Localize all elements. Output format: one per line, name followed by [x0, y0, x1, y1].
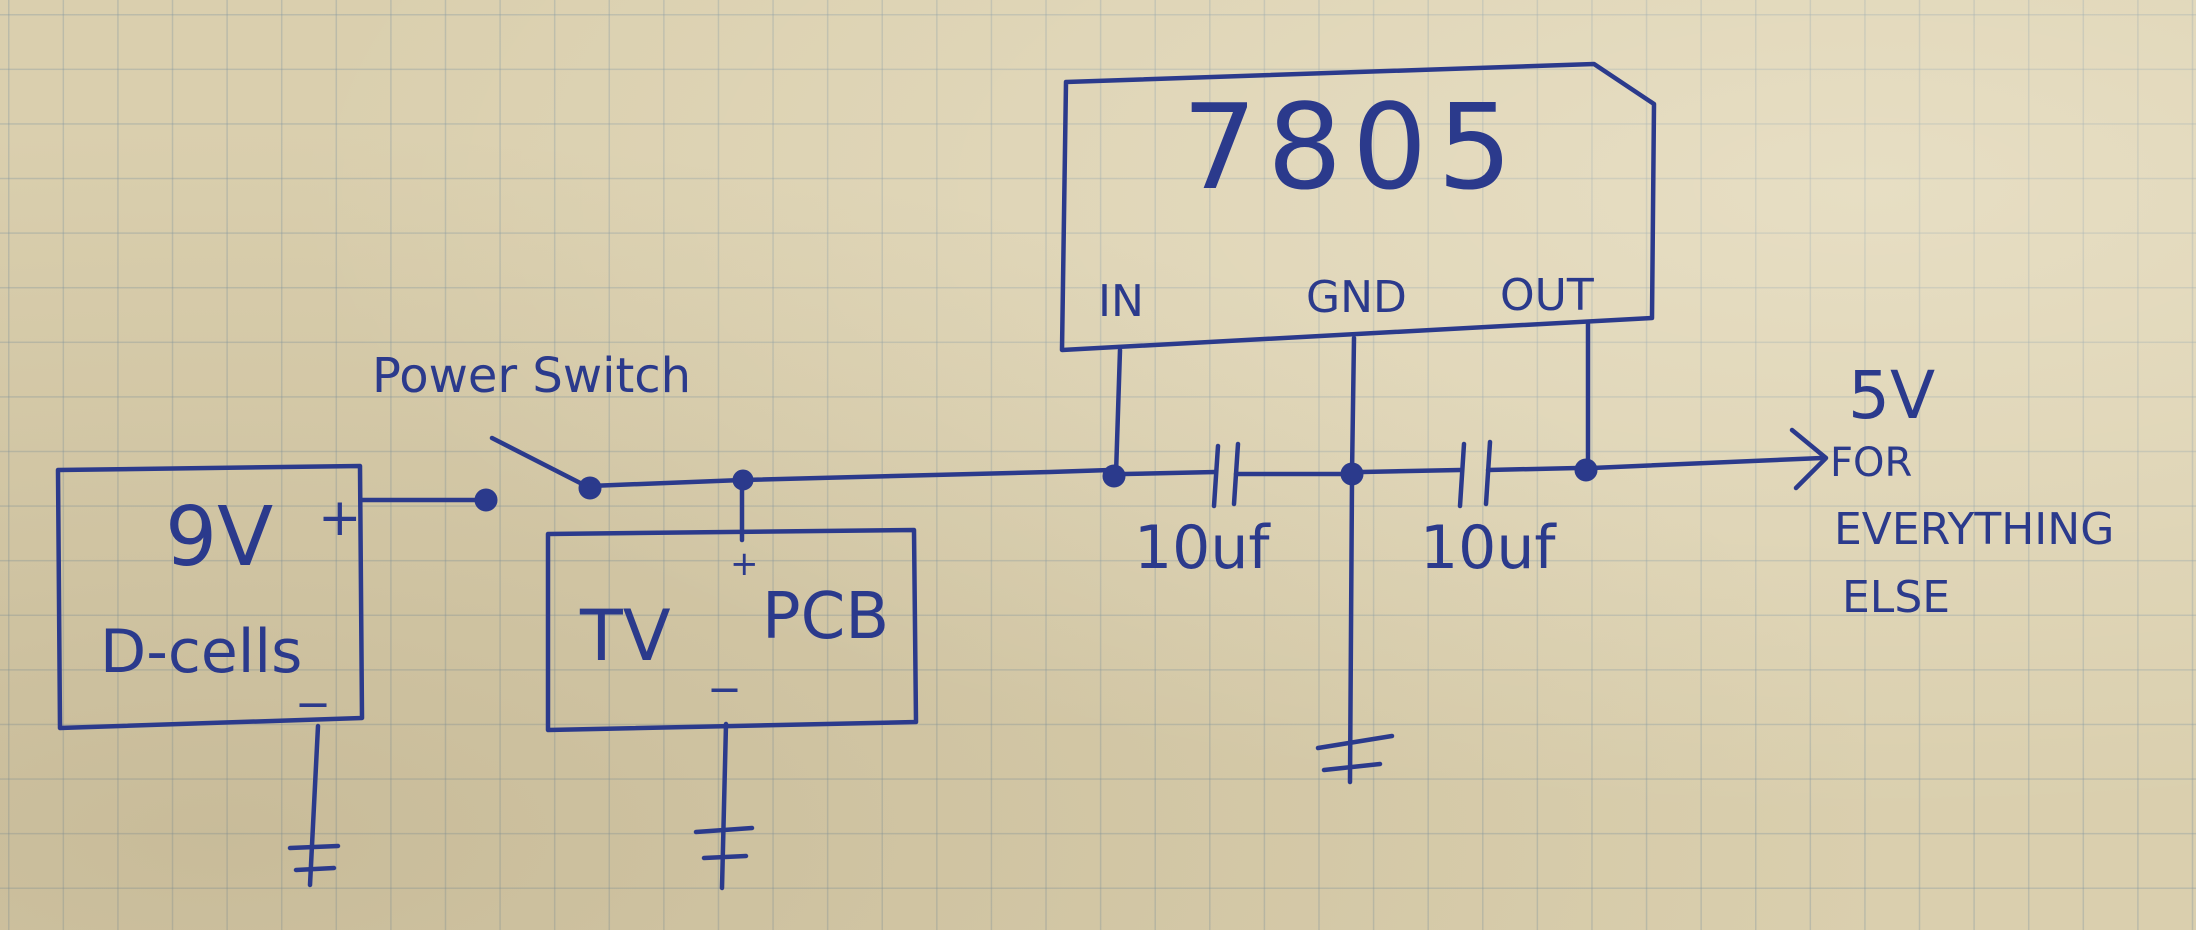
output-label-line-2: EVERYTHING	[1834, 504, 2114, 555]
battery-outline	[55, 463, 365, 731]
wire-switch-to-regulator-in	[587, 467, 1113, 489]
switch-lever	[489, 435, 593, 491]
output-voltage-label: 5V	[1848, 357, 1935, 434]
capacitor-2-value: 10uf	[1420, 513, 1557, 583]
pin-gnd-leg	[1349, 335, 1357, 477]
battery-type-label: D-cells	[100, 617, 302, 687]
pin-in-leg	[1113, 347, 1123, 477]
power-switch-label: Power Switch	[372, 348, 691, 404]
regulator-part-number: 7805	[1182, 78, 1522, 216]
output-label-line-3: ELSE	[1842, 572, 1950, 623]
regulator-block: 7805 IN GND OUT	[1059, 61, 1657, 353]
battery-ground-symbol	[287, 723, 341, 888]
battery-block: 9V + D-cells _	[55, 463, 365, 731]
regulator-ground-symbol	[1315, 477, 1395, 785]
tv-pcb-ground-symbol	[693, 721, 755, 891]
pin-out-label: OUT	[1500, 270, 1594, 321]
junction-in	[1102, 464, 1126, 488]
capacitor-2	[1359, 439, 1581, 509]
tv-pcb-outline	[545, 527, 919, 733]
pin-gnd-label: GND	[1306, 272, 1407, 323]
battery-plus-sign: +	[318, 488, 362, 548]
battery-minus-sign: _	[299, 648, 327, 708]
capacitor-1	[1121, 441, 1347, 509]
tv-label: TV	[579, 595, 671, 677]
battery-voltage-label: 9V	[165, 490, 273, 585]
output-label-line-1: FOR	[1830, 440, 1912, 486]
tv-pcb-plus-sign: +	[730, 544, 759, 584]
switch-contact-left	[474, 488, 498, 512]
capacitor-1-value: 10uf	[1134, 513, 1271, 583]
tv-pcb-minus-sign: _	[711, 634, 738, 692]
tv-pcb-block: TV + PCB _	[545, 477, 919, 733]
pin-in-label: IN	[1098, 276, 1144, 327]
output-arrow	[1589, 427, 1829, 491]
pcb-label: PCB	[762, 580, 889, 654]
regulator-outline	[1059, 61, 1657, 353]
